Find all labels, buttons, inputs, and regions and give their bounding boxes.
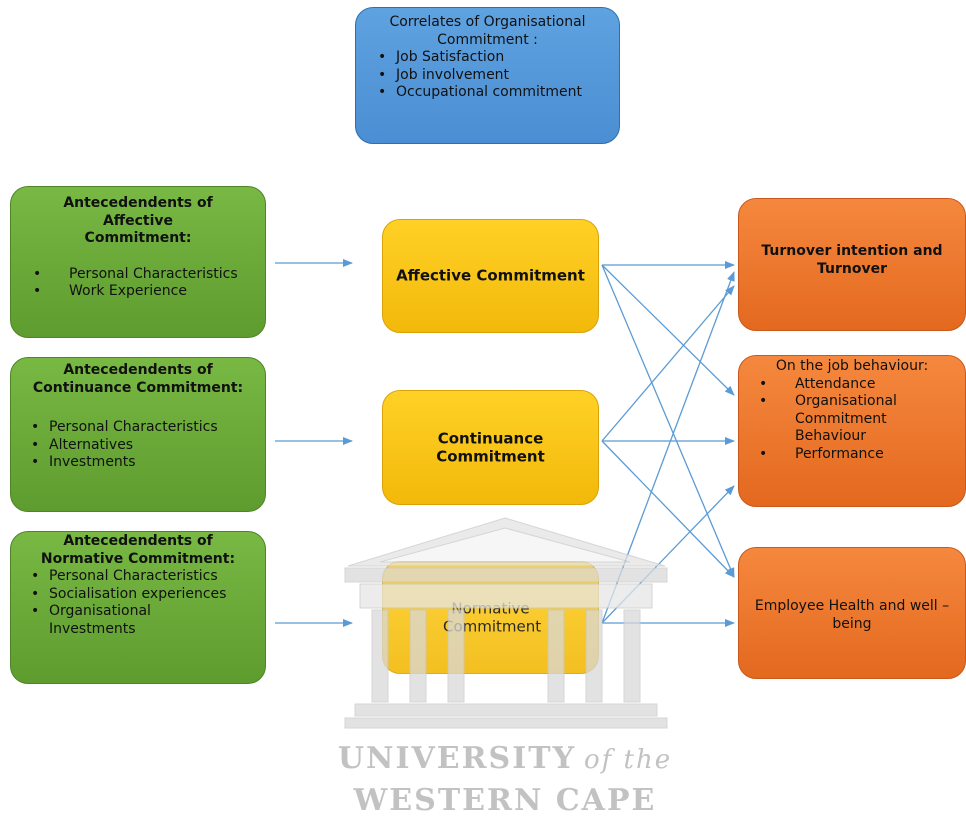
job-behaviour-heading: On the job behaviour: bbox=[775, 358, 929, 374]
arrow-affective-to-behaviour bbox=[601, 264, 735, 396]
continuance-antecedents-heading: Antecedendents of Continuance Commitment… bbox=[32, 362, 244, 396]
list-item: Personal Characteristics bbox=[19, 419, 257, 437]
affective-commitment-label: Affective Commitment bbox=[396, 266, 585, 285]
job-behaviour-box: On the job behaviour: Attendance Organis… bbox=[738, 355, 966, 507]
watermark-text: UNIVERSITY of the WESTERN CAPE bbox=[338, 741, 672, 818]
normative-commitment-box: Normative Commitment bbox=[382, 561, 599, 674]
list-item: Job Satisfaction bbox=[366, 49, 609, 67]
continuance-commitment-box: Continuance Commitment bbox=[382, 390, 599, 505]
turnover-box: Turnover intention and Turnover bbox=[738, 198, 966, 331]
health-label: Employee Health and well – being bbox=[754, 598, 950, 632]
continuance-antecedents-box: Antecedendents of Continuance Commitment… bbox=[10, 357, 266, 512]
affective-antecedents-box: Antecedendents of Affective Commitment: … bbox=[10, 186, 266, 338]
list-item: Investments bbox=[19, 454, 257, 472]
affective-antecedents-list: Personal Characteristics Work Experience bbox=[21, 266, 255, 301]
normative-antecedents-heading: Antecedendents of Normative Commitment: bbox=[40, 533, 236, 567]
list-item: Alternatives bbox=[19, 437, 257, 455]
job-behaviour-list: Attendance Organisational Commitment Beh… bbox=[747, 376, 957, 464]
list-item: Personal Characteristics bbox=[19, 568, 257, 586]
arrow-continuance-to-turnover bbox=[601, 285, 735, 442]
list-item: Personal Characteristics bbox=[21, 266, 255, 284]
affective-commitment-box: Affective Commitment bbox=[382, 219, 599, 333]
list-item: Occupational commitment bbox=[366, 84, 609, 102]
list-item: Organisational Commitment Behaviour bbox=[747, 393, 957, 446]
arrow-normative-to-turnover bbox=[601, 271, 735, 624]
list-item: Job involvement bbox=[366, 67, 609, 85]
list-item: Attendance bbox=[747, 376, 957, 394]
affective-antecedents-heading: Antecedendents of Affective Commitment: bbox=[63, 195, 213, 246]
health-box: Employee Health and well – being bbox=[738, 547, 966, 679]
turnover-label: Turnover intention and Turnover bbox=[761, 243, 943, 277]
list-item: Organisational Investments bbox=[19, 603, 257, 638]
correlates-box: Correlates of Organisational Commitment … bbox=[355, 7, 620, 144]
watermark-line1-suffix: of the bbox=[584, 745, 672, 775]
continuance-commitment-label: Continuance Commitment bbox=[436, 428, 545, 466]
correlates-list: Job Satisfaction Job involvement Occupat… bbox=[366, 49, 609, 102]
continuance-antecedents-list: Personal Characteristics Alternatives In… bbox=[19, 419, 257, 472]
watermark-line2: WESTERN CAPE bbox=[353, 783, 657, 818]
normative-commitment-label: Normative Commitment bbox=[443, 598, 542, 636]
list-item: Work Experience bbox=[21, 283, 255, 301]
arrow-affective-to-health bbox=[601, 264, 735, 578]
correlates-heading: Correlates of Organisational Commitment … bbox=[389, 14, 586, 48]
normative-antecedents-box: Antecedendents of Normative Commitment: … bbox=[10, 531, 266, 684]
watermark-line1: UNIVERSITY bbox=[338, 741, 576, 776]
arrow-continuance-to-health bbox=[601, 440, 735, 578]
arrow-normative-to-behaviour bbox=[601, 485, 735, 624]
list-item: Performance bbox=[747, 446, 957, 464]
normative-antecedents-list: Personal Characteristics Socialisation e… bbox=[19, 568, 257, 638]
list-item: Socialisation experiences bbox=[19, 586, 257, 604]
